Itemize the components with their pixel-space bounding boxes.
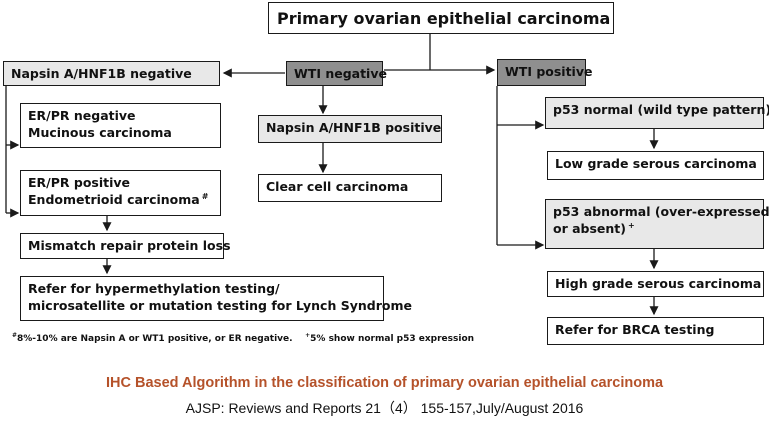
p53-abnormal-node: p53 abnormal (over-expressed or absent)+	[545, 199, 769, 249]
mismatch-label: Mismatch repair protein loss	[28, 238, 231, 253]
napsin-positive-node: Napsin A/HNF1B positive	[258, 115, 442, 143]
wt1-negative-label: WTI negative	[294, 66, 387, 81]
erpr-positive-line1: ER/PR positive	[28, 175, 131, 190]
erpr-negative-line1: ER/PR negative	[28, 108, 136, 123]
refer-brca-label: Refer for BRCA testing	[555, 322, 715, 337]
footnote-mark-1: #	[12, 332, 18, 339]
p53-abnormal-line2: or absent)	[553, 221, 626, 236]
napsin-negative-label: Napsin A/HNF1B negative	[11, 66, 192, 81]
p53-abnormal-line2-wrap: or absent)+	[553, 220, 756, 237]
napsin-negative-node: Napsin A/HNF1B negative	[3, 61, 220, 86]
low-grade-label: Low grade serous carcinoma	[555, 156, 757, 171]
erpr-positive-line2-wrap: Endometrioid carcinoma#	[28, 191, 213, 208]
footnote-mark-2: +	[305, 332, 311, 339]
refer-brca-node: Refer for BRCA testing	[547, 317, 764, 345]
erpr-positive-line2: Endometrioid carcinoma	[28, 192, 200, 207]
refer-lynch-line1: Refer for hypermethylation testing/	[28, 281, 280, 296]
footnote: #8%-10% are Napsin A or WT1 positive, or…	[12, 332, 475, 345]
napsin-positive-label: Napsin A/HNF1B positive	[266, 120, 442, 135]
footnote-hash-mark: #	[201, 191, 209, 201]
mismatch-node: Mismatch repair protein loss	[20, 233, 231, 259]
erpr-negative-node: ER/PR negative Mucinous carcinoma	[20, 103, 221, 148]
wt1-negative-node: WTI negative	[286, 61, 387, 86]
low-grade-node: Low grade serous carcinoma	[547, 151, 764, 180]
erpr-negative-line2: Mucinous carcinoma	[28, 125, 172, 140]
caption-source: AJSP: Reviews and Reports 21（4） 155-157,…	[185, 400, 584, 416]
refer-lynch-node: Refer for hypermethylation testing/ micr…	[20, 276, 412, 321]
p53-normal-label: p53 normal (wild type pattern)	[553, 102, 769, 117]
clear-cell-node: Clear cell carcinoma	[258, 174, 442, 202]
root-node: Primary ovarian epithelial carcinoma	[268, 2, 614, 34]
wt1-positive-node: WTI positive	[497, 59, 592, 86]
clear-cell-label: Clear cell carcinoma	[266, 179, 409, 194]
caption-title: IHC Based Algorithm in the classificatio…	[105, 375, 664, 391]
refer-lynch-line2: microsatellite or mutation testing for L…	[28, 298, 412, 313]
wt1-positive-label: WTI positive	[505, 64, 593, 79]
root-label: Primary ovarian epithelial carcinoma	[277, 9, 611, 28]
footnote-text-2: 5% show normal p53 expression	[310, 334, 475, 344]
footnote-plus-mark: +	[628, 220, 635, 230]
erpr-positive-node: ER/PR positive Endometrioid carcinoma#	[20, 170, 221, 216]
high-grade-label: High grade serous carcinoma	[555, 276, 762, 291]
p53-normal-node: p53 normal (wild type pattern)	[545, 97, 769, 129]
p53-abnormal-line1: p53 abnormal (over-expressed	[553, 204, 769, 219]
footnote-text-1: 8%-10% are Napsin A or WT1 positive, or …	[17, 334, 293, 344]
high-grade-node: High grade serous carcinoma	[547, 271, 764, 297]
